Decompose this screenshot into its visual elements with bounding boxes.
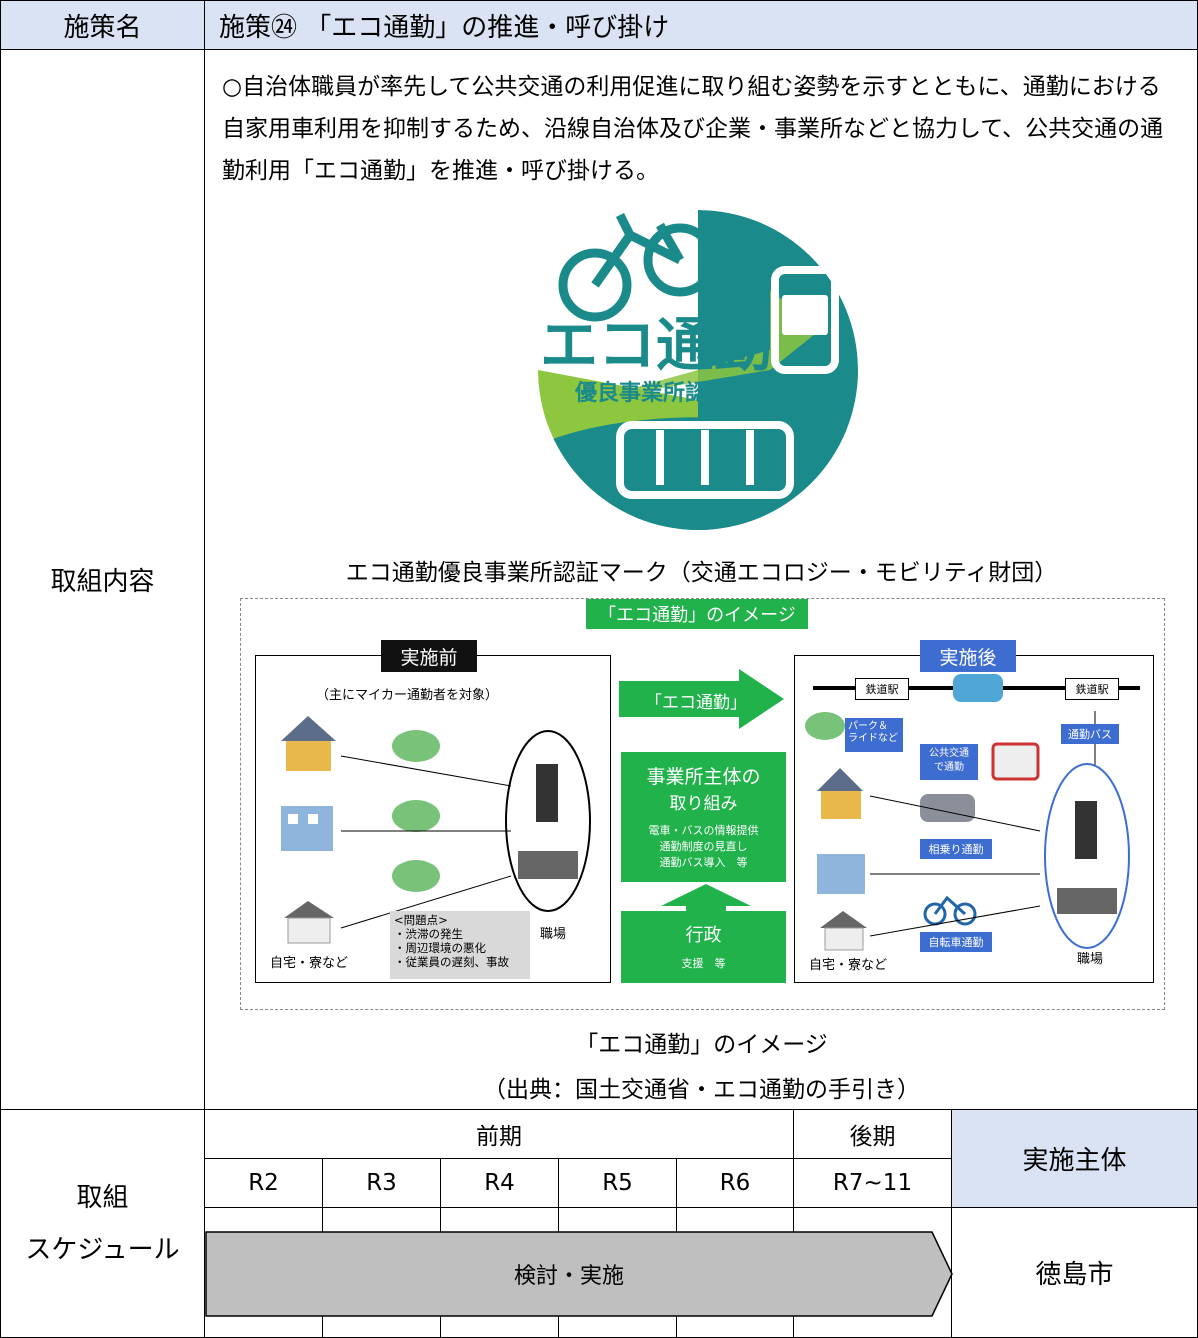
problem-item: ・周辺環境の悪化 [394, 941, 486, 955]
eco-commute-arrow [619, 669, 784, 729]
schedule-label: 取組 スケジュール [0, 1109, 205, 1338]
public-transport-label: 公共交通 で通勤 [920, 744, 978, 780]
problems-box: <問題点> ・渋滞の発生 ・周辺環境の悪化 ・従業員の遅刻、事故 [390, 911, 530, 979]
bus-icon [991, 742, 1040, 781]
factory-icon [518, 851, 578, 879]
after-label: 実施後 [920, 640, 1016, 672]
bicycle-commute-label: 自転車通勤 [920, 932, 992, 952]
schedule-bar-label: 検討・実施 [513, 1264, 624, 1289]
dorm-icon [284, 901, 334, 944]
before-home-label: 自宅・寮など [270, 956, 349, 971]
factory-icon [1057, 888, 1117, 914]
apartment-icon [817, 854, 865, 894]
before-label: 実施前 [381, 640, 477, 672]
schedule-bar [205, 1231, 953, 1317]
problem-item: ・従業員の遅刻、事故 [394, 955, 509, 969]
railway-train-icon [953, 674, 1003, 702]
logo-sub-text: 優良事業所認証 [574, 380, 729, 406]
logo-caption: エコ通勤優良事業所認証マーク（交通エコロジー・モビリティ財団） [345, 560, 1058, 586]
year-r3: R3 [322, 1158, 441, 1208]
diagram-source: （出典：国土交通省・エコ通勤の手引き） [483, 1077, 920, 1103]
house-icon [817, 768, 863, 819]
government-sub: 支援 等 [681, 957, 726, 970]
after-work-label: 職場 [1077, 952, 1104, 967]
policy-title: 施策㉔ 「エコ通勤」の推進・呼び掛け [204, 0, 1198, 50]
before-subtitle: （主にマイカー通勤者を対象） [316, 688, 499, 703]
problem-item: ・渋滞の発生 [394, 927, 463, 941]
station-right: 鉄道駅 [1065, 678, 1119, 700]
house-icon [281, 716, 336, 771]
initiative-title-2: 取り組み [669, 794, 738, 814]
office-building-icon [536, 764, 558, 822]
carpool-label: 相乗り通勤 [920, 839, 992, 859]
year-r6: R6 [676, 1158, 794, 1208]
policy-name-label: 施策名 [0, 0, 205, 50]
content-description: ○自治体職員が率先して公共交通の利用促進に取り組む姿勢を示すとともに、通勤におけ… [222, 74, 1164, 184]
initiative-item: 通勤バス導入 等 [659, 856, 748, 869]
year-r5: R5 [558, 1158, 677, 1208]
car-icon [392, 730, 440, 892]
support-arrow [661, 884, 751, 914]
year-r4: R4 [440, 1158, 559, 1208]
actor-name: 徳島市 [951, 1207, 1198, 1338]
government-title: 行政 [685, 925, 722, 946]
initiative-item: 通勤制度の見直し [659, 840, 748, 853]
house-icon [820, 911, 867, 951]
commute-bus-label: 通勤バス [1061, 724, 1119, 744]
apartment-icon [281, 806, 333, 851]
logo-main-text: エコ通勤 [540, 311, 772, 379]
after-illustration [805, 674, 1140, 951]
bicycle-icon [558, 212, 717, 322]
park-ride-label: パーク＆ ライドなど [845, 718, 903, 752]
diagram-caption: 「エコ通勤」のイメージ [575, 1032, 828, 1058]
station-left: 鉄道駅 [855, 678, 909, 700]
problems-title: <問題点> [394, 913, 448, 927]
eco-commute-diagram: 「エコ通勤」のイメージ 実施前 （主にマイカー通勤者を対象） 職場 自宅・寮 [240, 598, 1165, 1010]
before-panel: 実施前 （主にマイカー通勤者を対象） 職場 自宅・寮など <問題点> ・渋滞の発… [255, 640, 611, 983]
initiative-title-1: 事業所主体の [646, 766, 761, 788]
eco-commute-arrow-label: 「エコ通勤」 [645, 692, 747, 713]
bus-icon [771, 266, 839, 374]
after-home-label: 自宅・寮など [809, 958, 888, 973]
park-ride-car-icon [805, 712, 845, 740]
after-panel: 実施後 鉄道駅 鉄道駅 パーク [794, 640, 1154, 983]
government-box: 行政 支援 等 [621, 911, 786, 983]
diagram-title: 「エコ通勤」のイメージ [586, 599, 808, 629]
actor-header: 実施主体 [951, 1109, 1198, 1208]
before-work-label: 職場 [540, 927, 567, 942]
year-r2: R2 [204, 1158, 323, 1208]
period-early: 前期 [204, 1109, 794, 1159]
before-illustration [281, 716, 591, 944]
office-building-icon [1075, 801, 1097, 859]
bicycle-icon [923, 895, 977, 926]
year-r7-11: R7~11 [793, 1158, 952, 1208]
train-icon [616, 421, 794, 499]
content-label: 取組内容 [0, 49, 205, 1110]
period-late: 後期 [793, 1109, 952, 1159]
eco-commute-logo: エコ通勤 優良事業所認証 [538, 210, 858, 530]
initiative-item: 電車・バスの情報提供 [648, 824, 759, 837]
office-initiative-box: 事業所主体の 取り組み 電車・バスの情報提供 通勤制度の見直し 通勤バス導入 等 [621, 752, 786, 882]
